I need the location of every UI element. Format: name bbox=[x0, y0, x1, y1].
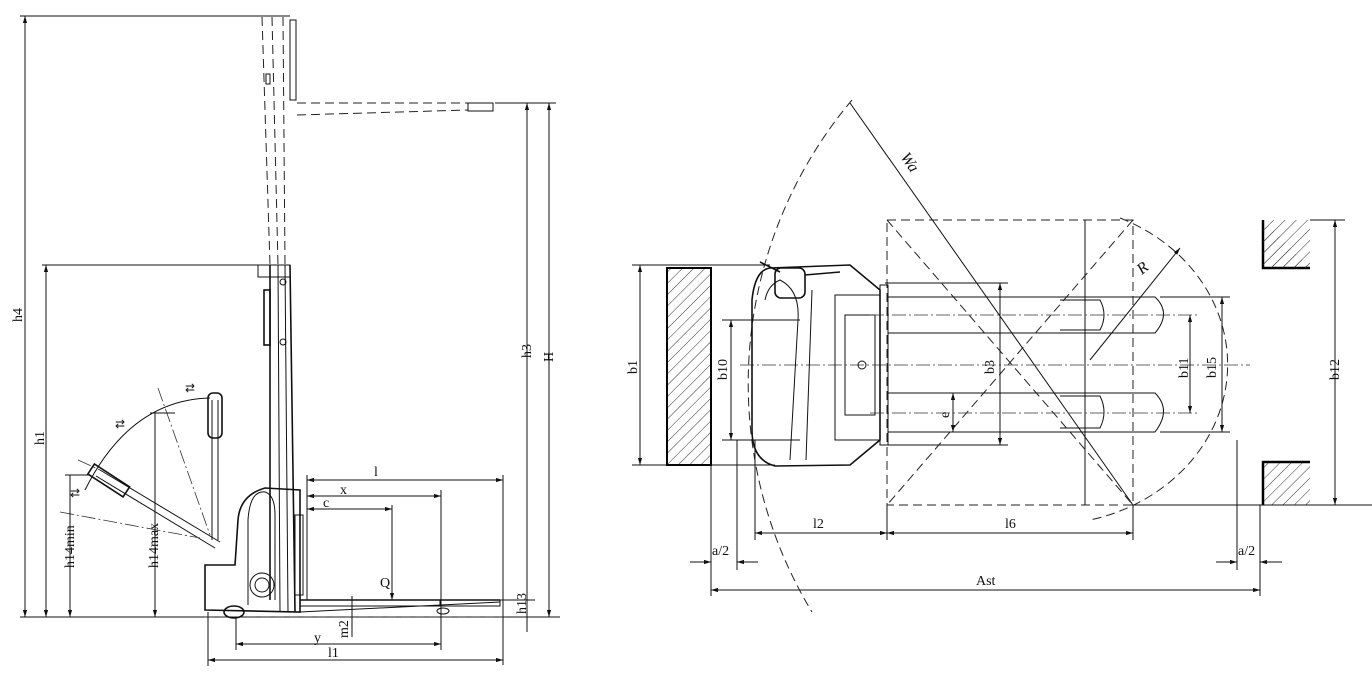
rack-top-fill bbox=[1263, 220, 1310, 268]
dim-Ast: Ast bbox=[976, 574, 996, 589]
height-dimensions: h4 h1 h14min h14max h3 H h13 m2 bbox=[11, 15, 557, 638]
dim-h13: h13 bbox=[515, 593, 530, 614]
dim-h4: h4 bbox=[11, 308, 26, 322]
turning-arc-outer bbox=[747, 99, 853, 613]
dim-a2-right: a/2 bbox=[1238, 544, 1255, 559]
dim-R: R bbox=[1133, 259, 1152, 279]
dim-b3: b3 bbox=[983, 360, 998, 374]
mast bbox=[257, 264, 304, 613]
dim-c: c bbox=[323, 496, 329, 511]
dim-h14min: h14min bbox=[63, 525, 78, 568]
length-dimensions: l x c Q y l1 bbox=[207, 465, 504, 666]
dim-b15: b15 bbox=[1205, 357, 1220, 378]
dim-l: l bbox=[374, 465, 378, 480]
load-Q: Q bbox=[380, 576, 390, 591]
dim-b11: b11 bbox=[1177, 358, 1192, 378]
top-view: Wa R bbox=[626, 99, 1372, 613]
dim-b1: b1 bbox=[626, 360, 641, 374]
dim-b10: b10 bbox=[716, 359, 731, 380]
tiller-swivel-symbol: ⇄ bbox=[115, 417, 125, 431]
dim-h3: h3 bbox=[520, 344, 535, 358]
dim-h1: h1 bbox=[33, 431, 48, 445]
wa-line bbox=[849, 102, 1134, 506]
dim-b12: b12 bbox=[1328, 359, 1343, 380]
pallet-outline bbox=[740, 219, 1250, 506]
dim-e: e bbox=[938, 412, 953, 418]
turning-arc-R bbox=[1089, 217, 1229, 521]
truck-body-top bbox=[751, 261, 889, 467]
dim-H: H bbox=[542, 352, 557, 362]
tiller-arm: ⇄ ⇄ ⇄ bbox=[59, 381, 223, 549]
truck-chassis bbox=[204, 487, 301, 619]
rack-bottom-fill bbox=[1263, 462, 1310, 505]
tiller-swivel-symbol: ⇄ bbox=[70, 486, 80, 500]
dim-y: y bbox=[314, 631, 321, 646]
width-dimensions: b1 b10 b3 b11 b15 b12 e bbox=[626, 219, 1345, 505]
dim-a2-left: a/2 bbox=[712, 544, 729, 559]
extended-mast bbox=[261, 15, 494, 266]
r-line bbox=[1089, 247, 1181, 361]
dim-h14max: h14max bbox=[147, 523, 162, 568]
length-dimensions-top: l2 l6 a/2 a/2 Ast bbox=[690, 440, 1282, 596]
load-block-left bbox=[666, 267, 712, 466]
dim-Wa: Wa bbox=[897, 150, 922, 176]
dim-l6: l6 bbox=[1005, 517, 1016, 532]
dim-l1: l1 bbox=[328, 646, 339, 661]
dim-l2: l2 bbox=[813, 517, 824, 532]
side-view: ⇄ ⇄ ⇄ h4 h1 h14min h14max h3 H h13 bbox=[11, 15, 560, 666]
tiller-swivel-symbol: ⇄ bbox=[185, 381, 195, 395]
rack-bottom-right bbox=[1261, 460, 1310, 505]
dim-x: x bbox=[340, 483, 347, 498]
forks-top bbox=[870, 296, 1200, 433]
forks-side bbox=[299, 599, 501, 615]
dim-m2: m2 bbox=[337, 620, 352, 638]
